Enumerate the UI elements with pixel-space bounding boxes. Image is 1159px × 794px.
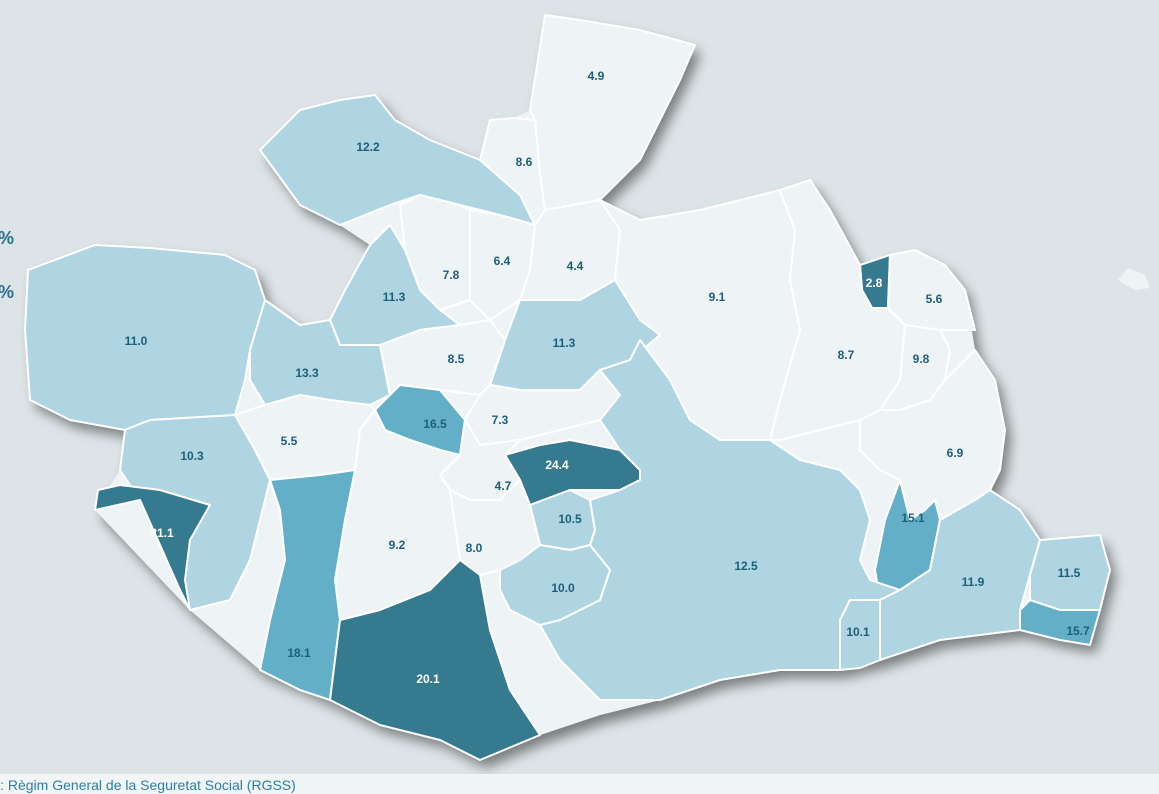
- district-label-d11: 11.0: [125, 334, 148, 348]
- district-label-d10: 5.6: [926, 292, 943, 306]
- district-label-d17: 16.5: [423, 417, 447, 431]
- district-label-d34: 10.1: [846, 625, 870, 639]
- district-label-d30: 11.9: [962, 575, 985, 589]
- district-d24: [94, 484, 211, 611]
- district-label-d28: 8.0: [466, 541, 483, 555]
- island-shape: [1118, 268, 1150, 290]
- district-label-d23: 4.7: [495, 479, 512, 493]
- district-label-d33: 18.1: [287, 646, 311, 660]
- district-d01: [529, 14, 696, 211]
- district-label-d19: 5.5: [281, 434, 298, 448]
- district-label-d18: 7.3: [492, 413, 509, 427]
- district-label-d29: 12.5: [734, 559, 758, 573]
- district-d22: [859, 349, 1006, 521]
- district-label-d26: 15.1: [901, 511, 925, 525]
- source-note-text: R: Règim General de la Seguretat Social …: [0, 777, 296, 793]
- district-label-d27: 9.2: [389, 538, 406, 552]
- district-label-d22: 6.9: [947, 446, 964, 460]
- district-label-d07: 11.3: [383, 290, 406, 304]
- district-label-d35: 15.7: [1066, 624, 1090, 638]
- source-note: R: Règim General de la Seguretat Social …: [0, 774, 1159, 794]
- district-label-d12: 11.3: [553, 336, 576, 350]
- legend-tick-low: %: [0, 282, 14, 303]
- district-label-d01: 4.9: [588, 69, 605, 83]
- district-label-d09: 2.8: [866, 276, 883, 290]
- district-label-d02: 12.2: [356, 140, 380, 154]
- district-d32: [499, 544, 611, 626]
- district-label-d08: 9.1: [709, 290, 726, 304]
- district-d36: [329, 559, 541, 761]
- district-d03: [479, 117, 546, 226]
- district-label-d13: 13.3: [295, 366, 319, 380]
- district-label-d24: 21.1: [150, 526, 174, 540]
- district-label-d16: 9.8: [913, 352, 930, 366]
- district-label-d03: 8.6: [516, 155, 533, 169]
- district-d34: [839, 599, 881, 671]
- district-label-d14: 8.5: [448, 352, 465, 366]
- district-d10: [887, 249, 976, 331]
- district-label-d06: 7.8: [443, 268, 460, 282]
- district-label-d36: 20.1: [416, 672, 440, 686]
- district-label-d20: 10.3: [180, 449, 204, 463]
- district-d11: [24, 244, 301, 431]
- district-label-d25: 10.5: [558, 512, 582, 526]
- district-label-d05: 4.4: [567, 259, 584, 273]
- district-label-d31: 11.5: [1058, 566, 1081, 580]
- legend-tick-high: %: [0, 228, 14, 249]
- district-label-d32: 10.0: [551, 581, 575, 595]
- district-label-d04: 6.4: [494, 254, 511, 268]
- district-label-d21: 24.4: [545, 458, 569, 472]
- district-label-d15: 8.7: [838, 348, 855, 362]
- district-d35: [1019, 599, 1101, 646]
